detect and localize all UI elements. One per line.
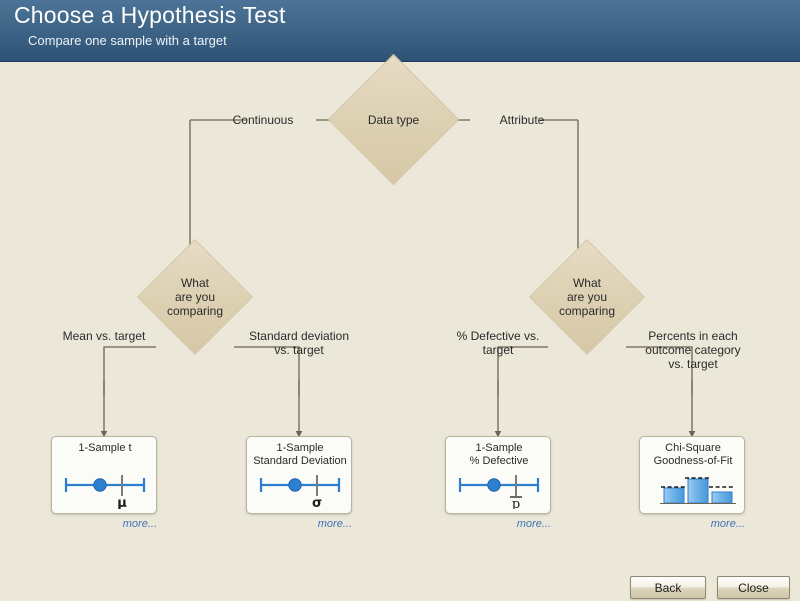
flowchart-canvas: Data type Continuous Attribute What are …: [0, 53, 800, 601]
more-link-chi-square-goodness-of-fit[interactable]: more...: [710, 518, 745, 530]
more-link-1-sample-standard-deviation[interactable]: more...: [317, 518, 352, 530]
diamond-shape: [327, 53, 460, 186]
close-button[interactable]: Close: [717, 576, 790, 599]
more-link-1-sample-t[interactable]: more...: [122, 518, 157, 530]
result-1-sample-t-title: 1-Sample t: [78, 442, 132, 454]
result-1-sample-standard-deviation[interactable]: 1-Sample Standard Deviation σ: [246, 436, 352, 514]
branch-attribute-label: Attribute: [499, 113, 545, 127]
result-1-sample-pct-defective[interactable]: 1-Sample % Defective p: [445, 436, 551, 514]
symbol-mu: μ: [117, 496, 127, 509]
decision-attribute-comparing[interactable]: What are you comparing: [529, 239, 645, 355]
result-1-sample-standard-deviation-title: 1-Sample Standard Deviation: [253, 442, 347, 467]
result-1-sample-pct-defective-title: 1-Sample % Defective: [469, 442, 529, 467]
interval-plot-icon: p: [458, 475, 540, 509]
branch-percents-category-vs-target-label: Percents in each outcome category vs. ta…: [645, 329, 741, 371]
bar-chart-icon: [660, 477, 736, 504]
interval-plot-icon: μ: [64, 475, 146, 509]
window-header: Choose a Hypothesis Test Compare one sam…: [0, 0, 800, 62]
branch-mean-vs-target-label: Mean vs. target: [62, 329, 146, 343]
result-chi-square-goodness-of-fit-title: Chi-Square Goodness-of-Fit: [653, 442, 733, 467]
symbol-sigma: σ: [312, 496, 322, 509]
page-title: Choose a Hypothesis Test: [14, 2, 286, 28]
branch-stdev-vs-target-label: Standard deviation vs. target: [248, 329, 350, 357]
branch-pct-defective-vs-target-label: % Defective vs. target: [456, 329, 540, 357]
symbol-p-bar: p: [512, 497, 520, 509]
back-button[interactable]: Back: [630, 576, 706, 599]
wire-left-dec-to-mean: [103, 346, 156, 395]
interval-plot-icon: σ: [259, 475, 341, 509]
more-link-1-sample-pct-defective[interactable]: more...: [516, 518, 551, 530]
decision-data-type[interactable]: Data type: [327, 53, 460, 186]
branch-continuous-label: Continuous: [232, 113, 294, 127]
page-subtitle: Compare one sample with a target: [28, 33, 227, 48]
decision-continuous-comparing[interactable]: What are you comparing: [137, 239, 253, 355]
result-chi-square-goodness-of-fit[interactable]: Chi-Square Goodness-of-Fit: [639, 436, 745, 514]
result-1-sample-t[interactable]: 1-Sample t μ: [51, 436, 157, 514]
